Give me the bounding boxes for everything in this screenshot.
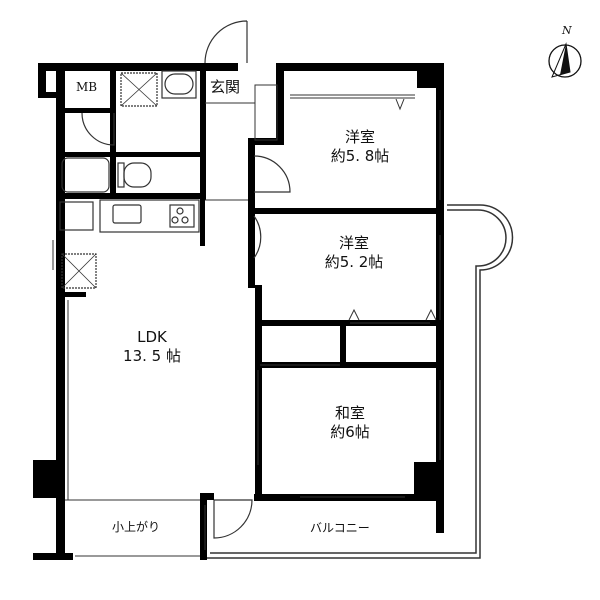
room-size: 13. 5 帖 (123, 346, 181, 365)
room-size: 約6帖 (330, 422, 370, 441)
room-label-ldk: LDK 13. 5 帖 (102, 328, 202, 366)
stove-icon (169, 204, 195, 228)
sink-icon (164, 73, 194, 95)
refrigerator-space-icon (61, 253, 97, 289)
room-label-western-2: 洋室 約5. 2帖 (304, 234, 404, 272)
door-swings (81, 20, 291, 539)
washer-space-icon (120, 72, 158, 107)
room-name: 洋室 (344, 128, 375, 146)
balcony-outline (205, 204, 514, 559)
room-size: 約5. 2帖 (324, 252, 384, 271)
fixtures (59, 70, 200, 289)
room-label-raised-area: 小上がり (112, 520, 161, 534)
room-label-entrance: 玄関 (210, 78, 241, 96)
kitchen-sink-icon (112, 204, 142, 224)
room-label-japanese: 和室 約6帖 (310, 404, 390, 442)
room-name: 和室 (334, 404, 365, 422)
closet-markers (348, 98, 437, 321)
room-name: 洋室 (338, 234, 369, 252)
bathtub-icon (61, 157, 110, 193)
toilet-icon (123, 162, 152, 188)
room-name: LDK (137, 328, 167, 346)
compass-label: N (562, 24, 572, 37)
room-label-western-1: 洋室 約5. 8帖 (310, 128, 410, 166)
north-arrow-icon (548, 42, 582, 78)
room-size: 約5. 8帖 (330, 146, 390, 165)
exterior-walls (33, 63, 444, 560)
interior-lines (52, 84, 441, 557)
room-label-mb: MB (76, 80, 98, 94)
room-label-balcony: バルコニー (310, 521, 370, 535)
